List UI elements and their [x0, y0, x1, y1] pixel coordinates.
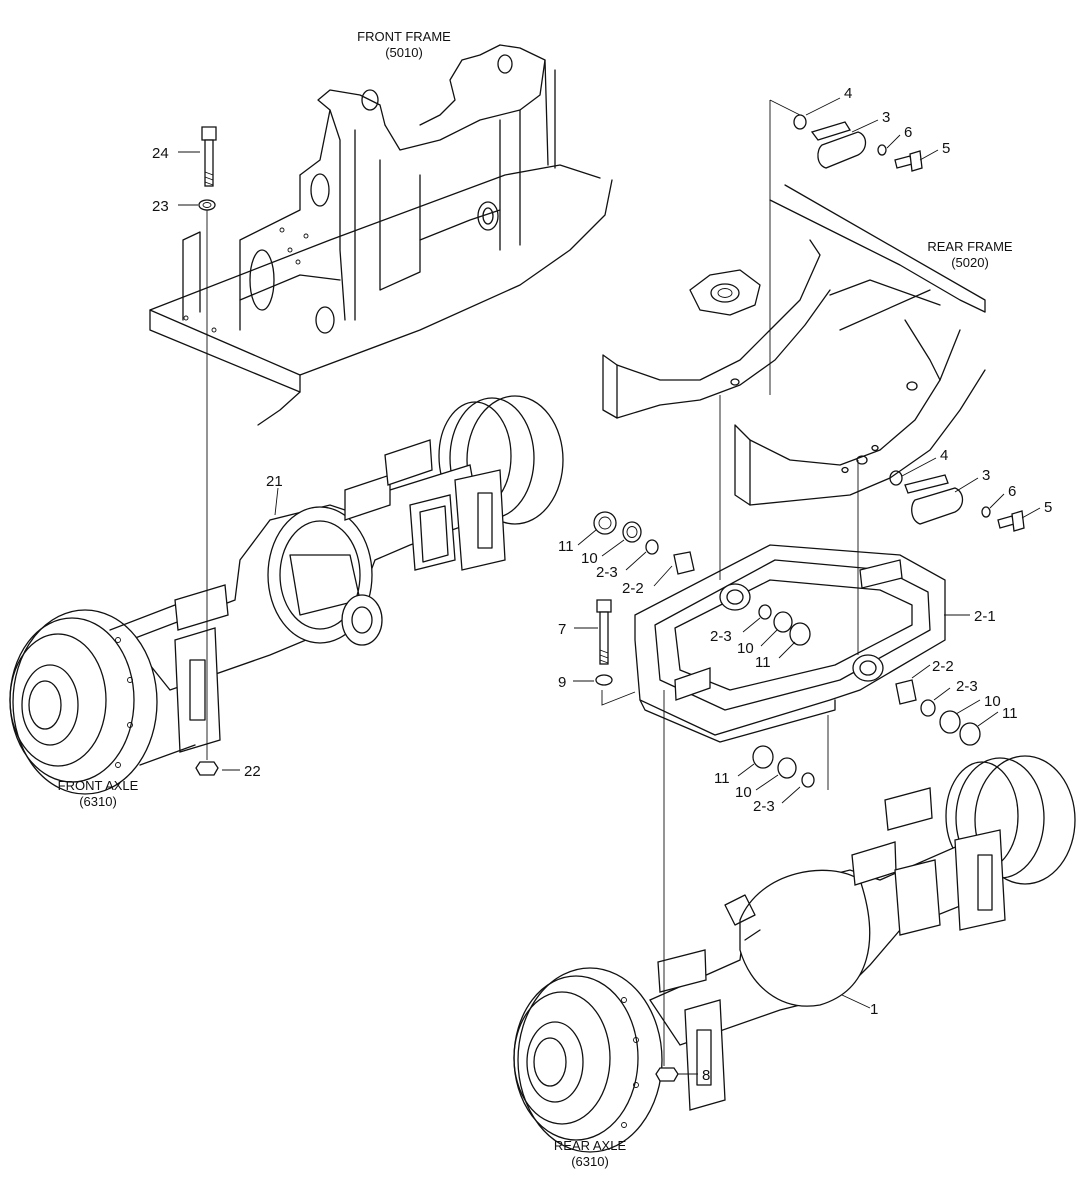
rear-frame-drawing [602, 184, 986, 506]
callout-22: 22 [244, 763, 261, 780]
callout-3-mid: 3 [982, 467, 990, 484]
callout-2-1: 2-1 [974, 608, 996, 625]
captions: FRONT FRAME (5010) REAR FRAME (5020) FRO… [58, 29, 1013, 1169]
callout-4-top: 4 [844, 85, 852, 102]
callout-2-3-a: 2-3 [596, 564, 618, 581]
callout-5-mid: 5 [1044, 499, 1052, 516]
callout-23: 23 [152, 198, 169, 215]
callout-11-b: 11 [755, 654, 771, 671]
cradle-drawing [634, 544, 946, 743]
rear-frame-code: (5020) [951, 255, 989, 270]
callout-21: 21 [266, 473, 283, 490]
callout-3-top: 3 [882, 109, 890, 126]
rear-axle-caption: REAR AXLE [554, 1138, 627, 1153]
rear-frame-caption: REAR FRAME [927, 239, 1013, 254]
front-frame-code: (5010) [385, 45, 423, 60]
callout-11-a: 11 [558, 538, 574, 555]
callout-11-c: 11 [1002, 705, 1018, 722]
callout-11-d: 11 [714, 770, 730, 787]
callout-7: 7 [558, 621, 566, 638]
callout-10-a: 10 [581, 550, 598, 567]
alignment-lines [178, 97, 1041, 1075]
callout-5-top: 5 [942, 140, 950, 157]
rear-axle-drawing [513, 755, 1076, 1153]
callout-24: 24 [152, 145, 169, 162]
callout-2-3-d: 2-3 [753, 798, 775, 815]
callout-8: 8 [702, 1067, 710, 1084]
callout-10-b: 10 [737, 640, 754, 657]
front-axle-code: (6310) [79, 794, 117, 809]
callout-10-d: 10 [735, 784, 752, 801]
callout-2-2-b: 2-2 [932, 658, 954, 675]
callout-2-2-a: 2-2 [622, 580, 644, 597]
callout-6-mid: 6 [1008, 483, 1016, 500]
callout-4-mid: 4 [940, 447, 948, 464]
rear-axle-code: (6310) [571, 1154, 609, 1169]
callout-2-3-c: 2-3 [956, 678, 978, 695]
callout-10-c: 10 [984, 693, 1001, 710]
callout-2-3-b: 2-3 [710, 628, 732, 645]
callout-1: 1 [870, 1001, 878, 1018]
front-frame-caption: FRONT FRAME [357, 29, 451, 44]
callout-9: 9 [558, 674, 566, 691]
front-axle-drawing [9, 395, 564, 795]
callout-numbers: 24 23 22 21 4 3 6 5 4 3 6 5 11 10 2-3 2-… [152, 85, 1052, 1084]
hardware-drawing [195, 114, 1025, 1082]
callout-6-top: 6 [904, 124, 912, 141]
front-frame-drawing [149, 44, 613, 426]
front-axle-caption: FRONT AXLE [58, 778, 139, 793]
